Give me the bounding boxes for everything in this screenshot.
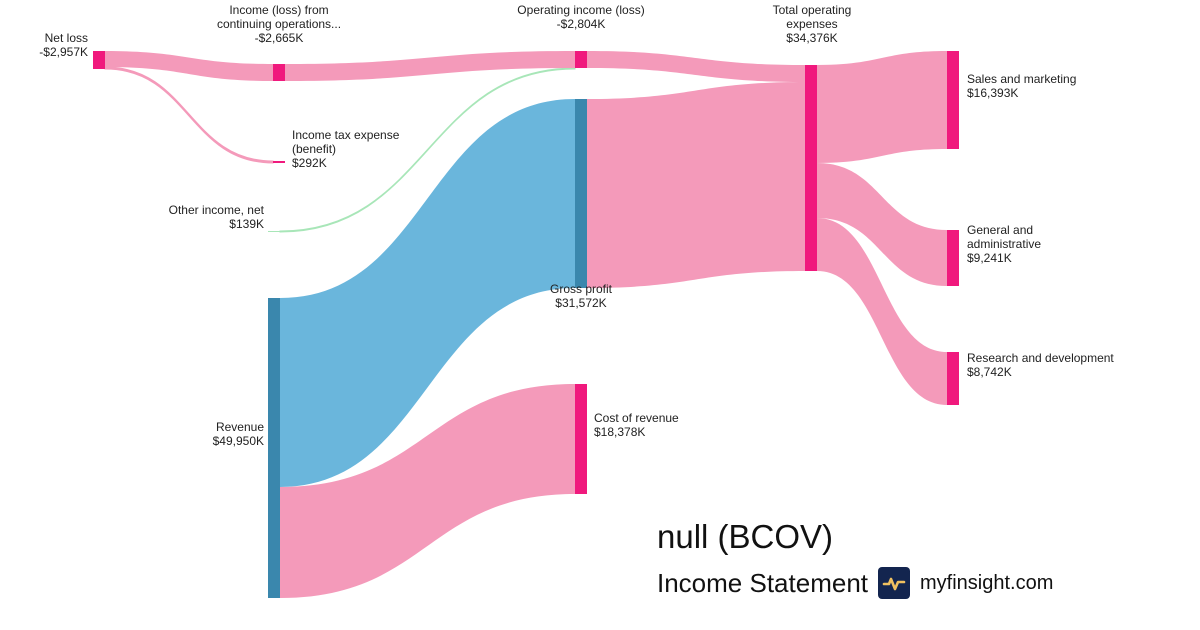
link-op_inc-opex — [587, 51, 805, 82]
node-gross — [575, 99, 587, 288]
chart-title: null (BCOV) — [657, 518, 834, 555]
link-revenue-gross — [280, 99, 575, 487]
link-revenue-cost — [280, 384, 575, 598]
label-revenue: Revenue$49,950K — [212, 420, 264, 448]
node-tax — [273, 161, 285, 163]
link-net_loss-tax — [104, 66, 274, 164]
link-opex-rd — [817, 218, 947, 405]
label-cost: Cost of revenue$18,378K — [594, 411, 679, 439]
node-revenue — [268, 298, 280, 598]
label-rd: Research and development$8,742K — [967, 351, 1114, 379]
node-cont_ops — [273, 64, 285, 81]
label-op_inc: Operating income (loss)-$2,804K — [517, 3, 645, 31]
pulse-icon — [878, 567, 910, 599]
chart-subtitle-row: Income Statement myfinsight.com — [657, 567, 1053, 599]
node-rd — [947, 352, 959, 405]
site-name: myfinsight.com — [920, 571, 1054, 594]
node-other — [268, 231, 280, 232]
link-opex-ga — [817, 163, 947, 286]
link-net_loss-cont_ops — [105, 51, 273, 81]
node-sm — [947, 51, 959, 149]
label-net_loss: Net loss-$2,957K — [39, 31, 88, 59]
link-opex-sm — [817, 51, 947, 163]
node-net_loss — [93, 51, 105, 69]
node-op_inc — [575, 51, 587, 68]
chart-subtitle: Income Statement — [657, 567, 868, 598]
link-cont_ops-op_inc — [285, 51, 575, 81]
link-gross-opex — [587, 82, 805, 288]
node-ga — [947, 230, 959, 286]
link-other-op_inc — [279, 67, 576, 233]
label-gross: Gross profit$31,572K — [549, 282, 613, 310]
label-sm: Sales and marketing$16,393K — [967, 72, 1077, 100]
label-tax: Income tax expense(benefit)$292K — [292, 128, 400, 170]
label-other: Other income, net$139K — [168, 203, 264, 231]
node-cost — [575, 384, 587, 494]
node-opex — [805, 65, 817, 271]
